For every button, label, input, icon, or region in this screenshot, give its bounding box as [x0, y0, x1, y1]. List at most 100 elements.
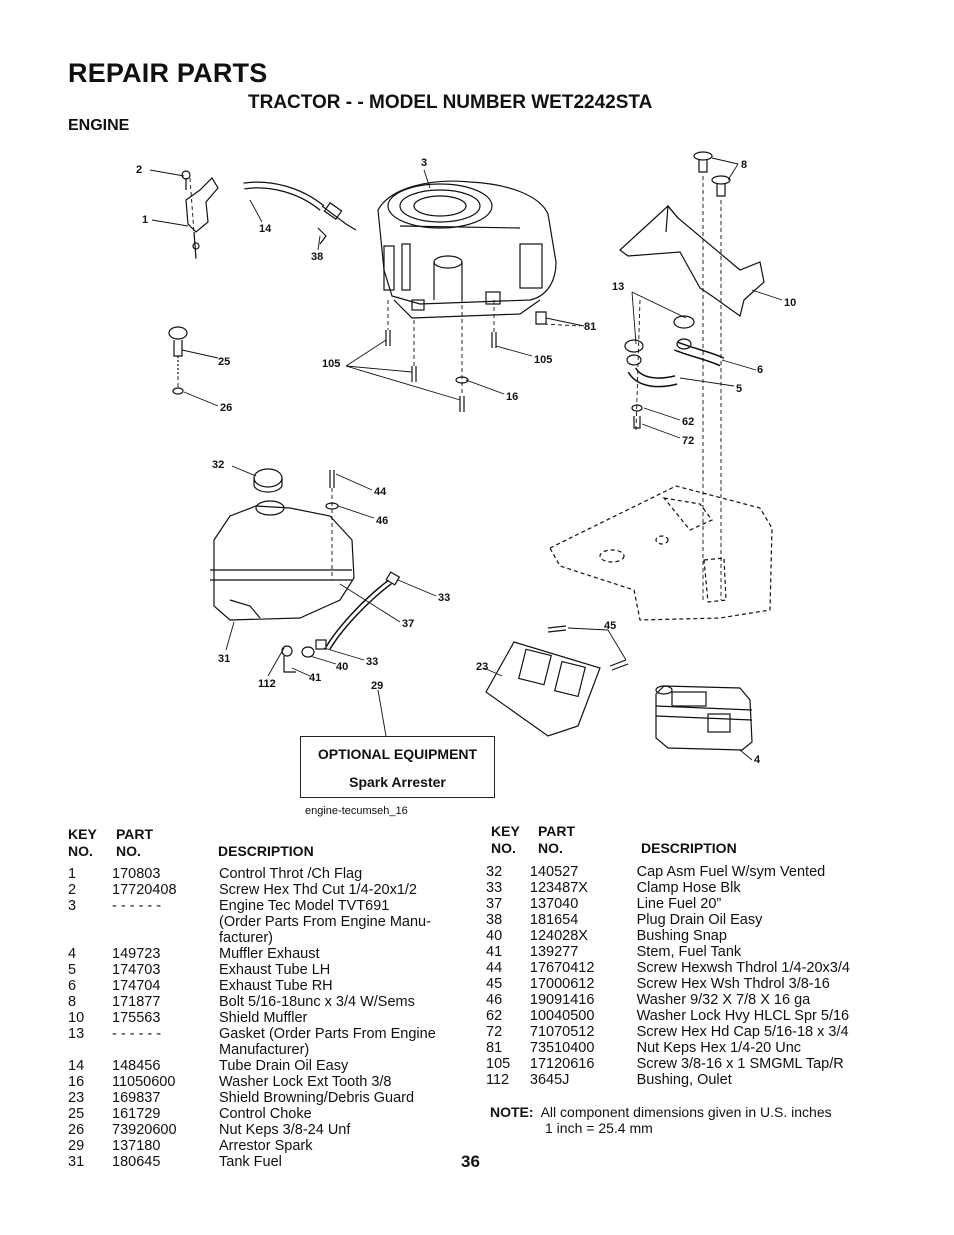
part-number: 169837	[112, 1090, 161, 1106]
description-line: Screw Hex Hd Cap 5/16-18 x 3/4	[636, 1024, 849, 1040]
part-description: Screw Hex Thd Cut 1/4-20x1/2	[219, 882, 464, 898]
part-number: 171877	[112, 994, 161, 1010]
callout-13: 13	[612, 281, 624, 293]
part-description: Exhaust Tube RH	[219, 978, 464, 994]
fuel-line-part	[315, 571, 401, 650]
part-number: 175563	[112, 1010, 161, 1026]
part-number: 137040	[529, 896, 579, 912]
callout-40: 40	[336, 661, 348, 673]
description-line: Bolt 5/16-18unc x 3/4 W/Sems	[219, 994, 415, 1010]
part-description: Shield Browning/Debris Guard	[219, 1090, 464, 1106]
callout-45: 45	[604, 620, 616, 632]
part-number: 17670412	[529, 960, 595, 976]
key-number: 38	[486, 912, 503, 928]
description-line: Engine Tec Model TVT691	[219, 898, 390, 914]
engine-bolt-parts	[385, 311, 547, 412]
part-description: Line Fuel 20”	[637, 896, 886, 912]
bolt-parts	[693, 151, 731, 197]
part-description: Cap Asm Fuel W/sym Vented	[637, 864, 886, 880]
part-number: 149723	[112, 946, 161, 962]
part-number: - - - - - -	[112, 1026, 162, 1042]
muffler-part	[655, 685, 753, 751]
callout-72: 72	[682, 435, 694, 447]
callout-46: 46	[376, 515, 388, 527]
part-number: 124028X	[529, 928, 588, 944]
description-line: Control Throt /Ch Flag	[219, 866, 363, 882]
description-line: Nut Keps Hex 1/4-20 Unc	[636, 1040, 802, 1056]
note-label: NOTE:	[490, 1104, 534, 1120]
description-line: Bushing, Oulet	[636, 1072, 732, 1088]
part-description: Bushing, Oulet	[637, 1072, 886, 1088]
part-description: Tube Drain Oil Easy	[219, 1058, 464, 1074]
description-line: Plug Drain Oil Easy	[636, 912, 763, 928]
callout-44: 44	[374, 486, 387, 498]
engine-part	[377, 180, 557, 319]
callout-81: 81	[584, 321, 596, 333]
part-description: Bushing Snap	[637, 928, 886, 944]
optional-equipment-item: Spark Arrester	[349, 774, 446, 790]
key-number: 23	[68, 1090, 85, 1106]
part-number: 181654	[529, 912, 579, 928]
key-number: 25	[68, 1106, 85, 1122]
callout-14: 14	[259, 223, 272, 235]
part-description: Engine Tec Model TVT691(Order Parts From…	[219, 898, 464, 946]
callout-23: 23	[476, 661, 488, 673]
description-line: Screw Hex Wsh Thdrol 3/8-16	[636, 976, 830, 992]
callout-10: 10	[784, 297, 796, 309]
description-line: (Order Parts From Engine Manu-	[219, 914, 431, 930]
shield-muffler-part	[619, 204, 765, 318]
part-number: 71070512	[529, 1024, 595, 1040]
part-description: Washer 9/32 X 7/8 X 16 ga	[637, 992, 886, 1008]
part-number: 180645	[112, 1154, 161, 1170]
page-number: 36	[461, 1152, 480, 1171]
part-description: Screw Hex Hd Cap 5/16-18 x 3/4	[637, 1024, 886, 1040]
description-line: Shield Muffler	[219, 1010, 308, 1026]
choke-control-part	[168, 326, 188, 395]
part-description: Screw Hex Wsh Thdrol 3/8-16	[637, 976, 886, 992]
part-number: 17120616	[529, 1056, 595, 1072]
part-number: 123487X	[529, 880, 588, 896]
fuel-fitting-parts	[281, 645, 315, 673]
key-number: 1	[68, 866, 77, 882]
key-number: 81	[486, 1040, 503, 1056]
callout-26: 26	[220, 402, 232, 414]
callout-112: 112	[258, 678, 276, 690]
key-number: 16	[68, 1074, 85, 1090]
callout-33-a: 33	[438, 592, 450, 604]
part-description: Screw 3/8-16 x 1 SMGML Tap/R	[637, 1056, 886, 1072]
part-description: Nut Keps Hex 1/4-20 Unc	[637, 1040, 886, 1056]
description-line: Exhaust Tube LH	[219, 962, 331, 978]
description-line: Screw Hexwsh Thdrol 1/4-20x3/4	[636, 960, 850, 976]
part-description: Bolt 5/16-18unc x 3/4 W/Sems	[219, 994, 464, 1010]
description-line: Muffler Exhaust	[219, 946, 320, 962]
description-line: Bushing Snap	[636, 928, 727, 944]
description-line: Washer Lock Ext Tooth 3/8	[219, 1074, 392, 1090]
description-line: Exhaust Tube RH	[219, 978, 333, 994]
part-description: Arrestor Spark	[219, 1138, 464, 1154]
part-description: Muffler Exhaust	[219, 946, 464, 962]
description-line: Nut Keps 3/8-24 Unf	[219, 1122, 351, 1138]
part-number: 3645J	[529, 1072, 570, 1088]
description-line: Shield Browning/Debris Guard	[219, 1090, 415, 1106]
callout-105-a: 105	[322, 358, 340, 370]
page-title: REPAIR PARTS	[68, 58, 268, 88]
callout-1: 1	[142, 214, 148, 226]
description-line: Arrestor Spark	[219, 1138, 313, 1154]
parts-table-row: 38 181654 Plug Drain Oil Easy	[486, 912, 886, 928]
tractor-frame-outline	[549, 485, 773, 621]
part-number: 161729	[112, 1106, 161, 1122]
callout-29: 29	[371, 680, 383, 692]
